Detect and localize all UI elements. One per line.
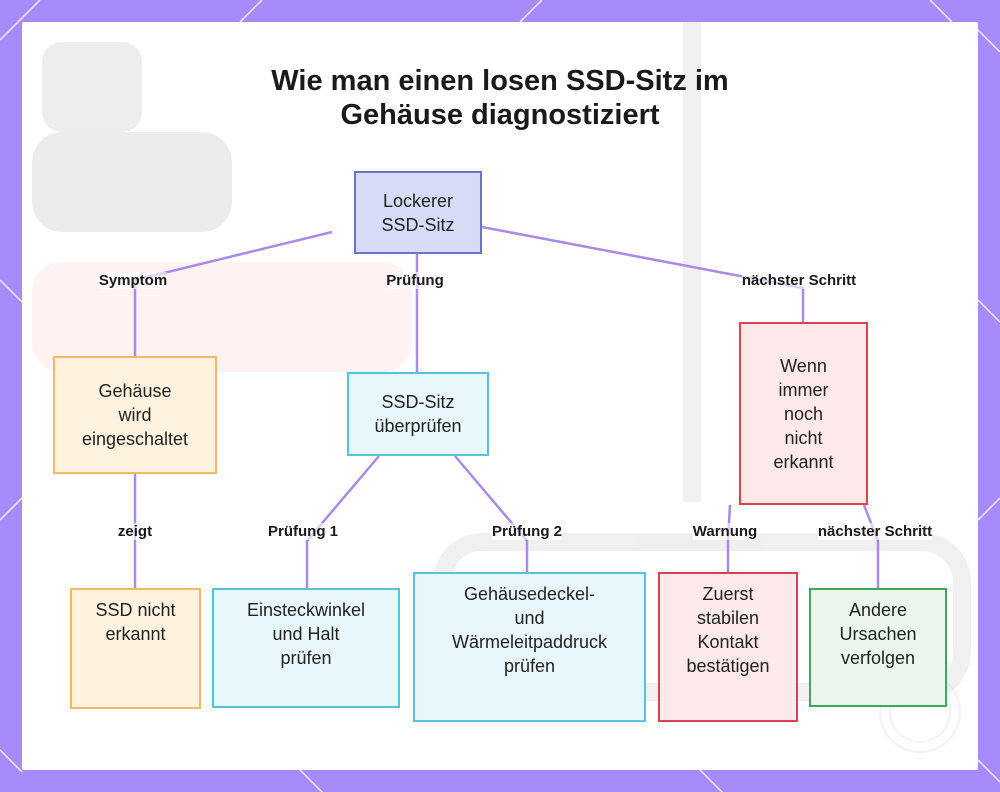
connector-check-seat-angle [305, 455, 380, 588]
diagram-title: Wie man einen losen SSD-Sitz im Gehäuse … [22, 64, 978, 132]
connector-check-seat-lid [454, 455, 529, 572]
connector-still-not-other [862, 504, 880, 588]
edge-label-pruefung-1: Prüfung 1 [268, 523, 338, 540]
edge-label-naechster-schritt: nächster Schritt [741, 272, 857, 289]
edge-label-warnung: Warnung [692, 523, 758, 540]
connector-still-not-confirm [726, 504, 732, 572]
edge-label-naechster-schritt-2: nächster Schritt [817, 523, 933, 540]
title-line-1: Wie man einen losen SSD-Sitz im [271, 65, 729, 97]
title-line-2: Gehäuse diagnostiziert [340, 99, 660, 131]
edge-label-pruefung: Prüfung [386, 272, 444, 289]
connector-root-powered-on [133, 230, 333, 356]
edge-label-symptom: Symptom [98, 272, 168, 289]
edge-label-zeigt: zeigt [117, 523, 153, 540]
edge-label-pruefung-2: Prüfung 2 [492, 523, 562, 540]
diagram-panel: Wie man einen losen SSD-Sitz im Gehäuse … [22, 22, 978, 770]
